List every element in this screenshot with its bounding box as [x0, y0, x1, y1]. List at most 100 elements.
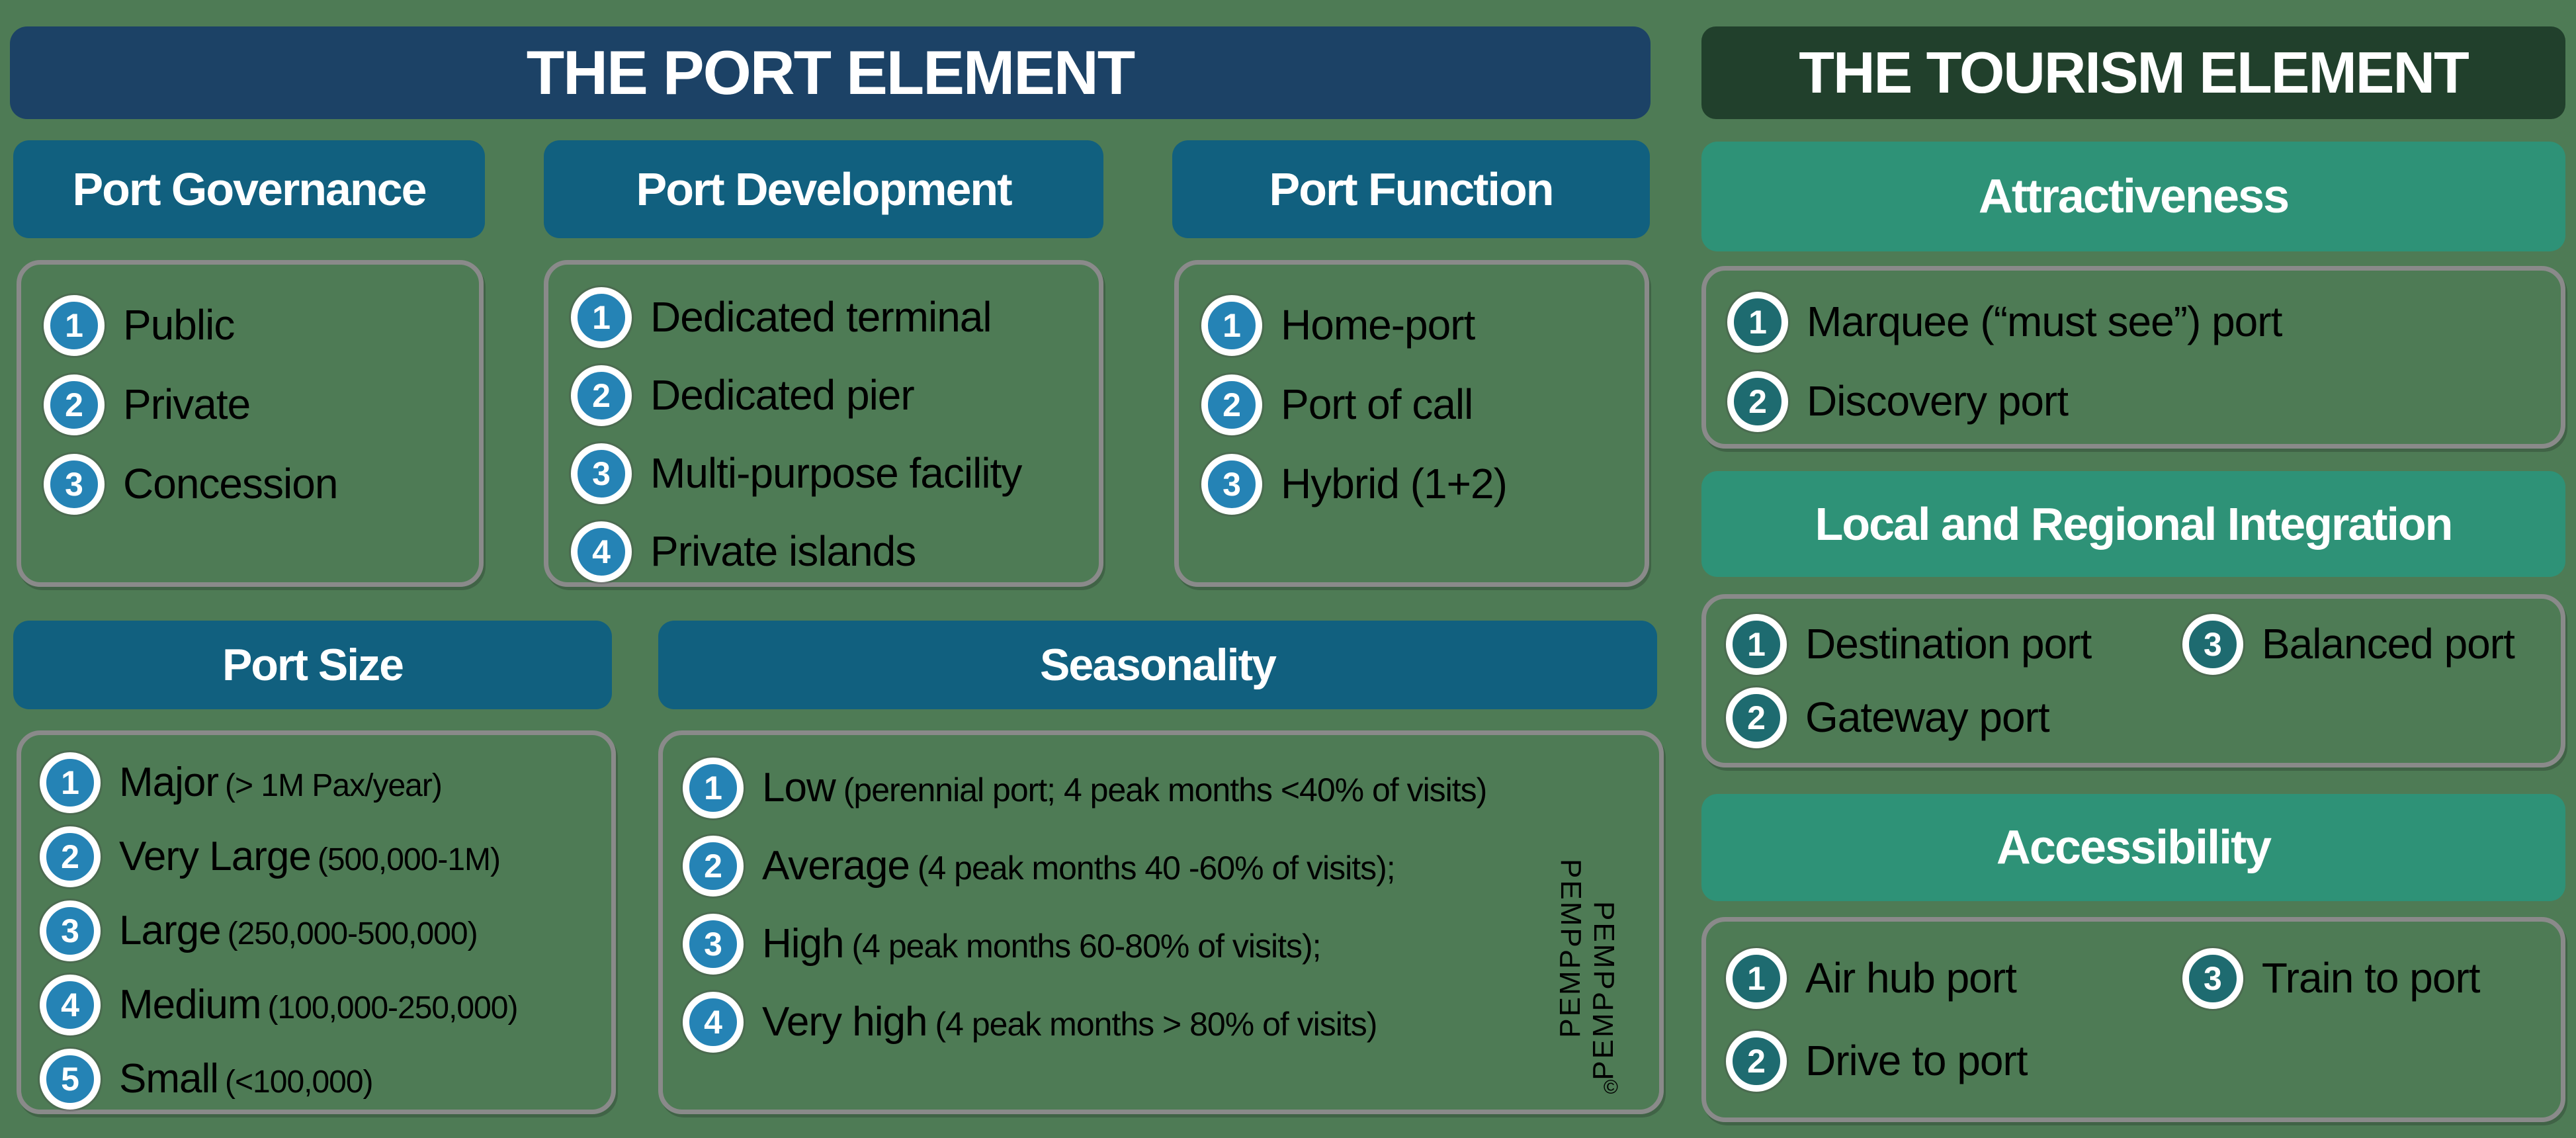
list-item: 3 Large(250,000-500,000) [40, 900, 593, 961]
item-text: Balanced port [2261, 619, 2515, 668]
item-number-badge: 3 [44, 454, 105, 515]
item-text: Large(250,000-500,000) [119, 908, 478, 954]
item-text: Private [123, 380, 251, 429]
item-number-badge: 2 [44, 374, 105, 435]
port-function-header: Port Function [1172, 140, 1650, 238]
item-text: Average(4 peak months 40 -60% of visits)… [762, 843, 1396, 889]
copyright-symbol: © [1603, 1076, 1618, 1098]
item-note: (500,000-1M) [317, 842, 501, 878]
item-text: Very Large(500,000-1M) [119, 834, 501, 880]
list-item: 5 Small(<100,000) [40, 1049, 593, 1110]
port-size-header: Port Size [13, 621, 612, 709]
item-number-badge: 3 [571, 443, 632, 504]
item-number-badge: 1 [1727, 292, 1788, 353]
list-item: 1 Marquee (“must see”) port [1727, 292, 2540, 353]
item-number-badge: 2 [571, 365, 632, 426]
item-note: (perennial port; 4 peak months <40% of v… [843, 771, 1488, 809]
item-number-badge: 4 [683, 992, 744, 1053]
tourism-element-header: THE TOURISM ELEMENT [1701, 26, 2565, 119]
list-item: 1 Home-port [1201, 295, 1622, 356]
item-text: Low(perennial port; 4 peak months <40% o… [762, 765, 1488, 811]
item-number-badge: 5 [40, 1049, 101, 1110]
port-governance-header: Port Governance [13, 140, 485, 238]
port-element-header: THE PORT ELEMENT [10, 26, 1651, 119]
item-number-badge: 3 [2182, 947, 2243, 1009]
item-text: Air hub port [1805, 953, 2017, 1002]
item-number-badge: 2 [40, 826, 101, 887]
item-number-badge: 2 [1726, 1030, 1787, 1092]
item-number-badge: 1 [683, 758, 744, 818]
local-regional-integration-header: Local and Regional Integration [1701, 471, 2565, 577]
item-note: (100,000-250,000) [267, 990, 519, 1026]
list-item: 1 Low(perennial port; 4 peak months <40%… [683, 758, 1639, 818]
item-text: Destination port [1805, 619, 2092, 668]
port-development-header: Port Development [544, 140, 1103, 238]
item-number-badge: 4 [571, 521, 632, 582]
item-text: Gateway port [1805, 693, 2050, 741]
list-item: 3 High(4 peak months 60-80% of visits); [683, 914, 1639, 975]
item-text: Marquee (“must see”) port [1807, 298, 2282, 346]
list-item: 2 Average(4 peak months 40 -60% of visit… [683, 836, 1639, 897]
item-number-badge: 3 [683, 914, 744, 975]
item-number-badge: 1 [44, 295, 105, 356]
list-item: 4 Medium(100,000-250,000) [40, 975, 593, 1035]
port-governance-box: 1 Public 2 Private 3 Concession [17, 260, 484, 587]
item-number-badge: 1 [1726, 947, 1787, 1009]
item-text: Private islands [650, 527, 916, 576]
item-text: High(4 peak months 60-80% of visits); [762, 921, 1322, 967]
list-item: 2 Port of call [1201, 374, 1622, 435]
item-number-badge: 2 [1201, 374, 1262, 435]
item-note: (> 1M Pax/year) [225, 768, 443, 804]
list-item: 4 Private islands [571, 521, 1076, 582]
item-note: (4 peak months 40 -60% of visits); [917, 850, 1396, 887]
list-item: 2 Drive to port [1726, 1030, 2182, 1092]
item-number-badge: 3 [2182, 613, 2243, 675]
list-item: 1 Dedicated terminal [571, 287, 1076, 348]
list-item: 3 Train to port [2182, 947, 2541, 1009]
item-text: Train to port [2261, 953, 2481, 1002]
item-number-badge: 1 [40, 752, 101, 813]
item-text: Home-port [1281, 301, 1475, 349]
list-item: 1 Public [44, 295, 456, 356]
list-item: 3 Hybrid (1+2) [1201, 454, 1622, 515]
item-number-badge: 2 [683, 836, 744, 897]
item-text: Port of call [1281, 380, 1473, 429]
pemp-watermark: PEMP PEMP PEMP PEMP © [1554, 858, 1620, 1098]
attractiveness-header: Attractiveness [1701, 142, 2565, 251]
list-item: 2 Dedicated pier [571, 365, 1076, 426]
port-size-box: 1 Major(> 1M Pax/year) 2 Very Large(500,… [17, 730, 616, 1114]
attractiveness-box: 1 Marquee (“must see”) port 2 Discovery … [1701, 266, 2565, 449]
list-item: 1 Air hub port [1726, 947, 2182, 1009]
list-item: 3 Concession [44, 454, 456, 515]
list-item: 1 Destination port [1726, 613, 2182, 675]
item-note: (250,000-500,000) [227, 916, 478, 952]
list-item: 2 Discovery port [1727, 371, 2540, 432]
item-text: Multi-purpose facility [650, 449, 1022, 498]
item-number-badge: 2 [1727, 371, 1788, 432]
item-text: Discovery port [1807, 377, 2069, 425]
item-text: Dedicated terminal [650, 293, 992, 341]
item-text: Drive to port [1805, 1036, 2028, 1084]
item-note: (4 peak months > 80% of visits) [935, 1006, 1378, 1043]
item-number-badge: 4 [40, 975, 101, 1035]
item-note: (<100,000) [225, 1065, 374, 1100]
item-number-badge: 1 [571, 287, 632, 348]
seasonality-header: Seasonality [658, 621, 1657, 709]
list-item: 1 Major(> 1M Pax/year) [40, 752, 593, 813]
item-number-badge: 3 [40, 900, 101, 961]
port-function-box: 1 Home-port 2 Port of call 3 Hybrid (1+2… [1174, 260, 1649, 587]
item-text: Medium(100,000-250,000) [119, 982, 519, 1028]
seasonality-box: 1 Low(perennial port; 4 peak months <40%… [658, 730, 1664, 1114]
item-text: Small(<100,000) [119, 1056, 374, 1102]
item-number-badge: 2 [1726, 687, 1787, 748]
list-item: 4 Very high(4 peak months > 80% of visit… [683, 992, 1639, 1053]
item-text: Very high(4 peak months > 80% of visits) [762, 999, 1378, 1045]
list-item: 2 Gateway port [1726, 687, 2182, 748]
accessibility-box: 1 Air hub port 3 Train to port 2 Drive t… [1701, 917, 2565, 1122]
item-number-badge: 1 [1201, 295, 1262, 356]
item-text: Concession [123, 460, 338, 508]
list-item: 2 Very Large(500,000-1M) [40, 826, 593, 887]
list-item: 3 Multi-purpose facility [571, 443, 1076, 504]
item-text: Major(> 1M Pax/year) [119, 760, 443, 806]
